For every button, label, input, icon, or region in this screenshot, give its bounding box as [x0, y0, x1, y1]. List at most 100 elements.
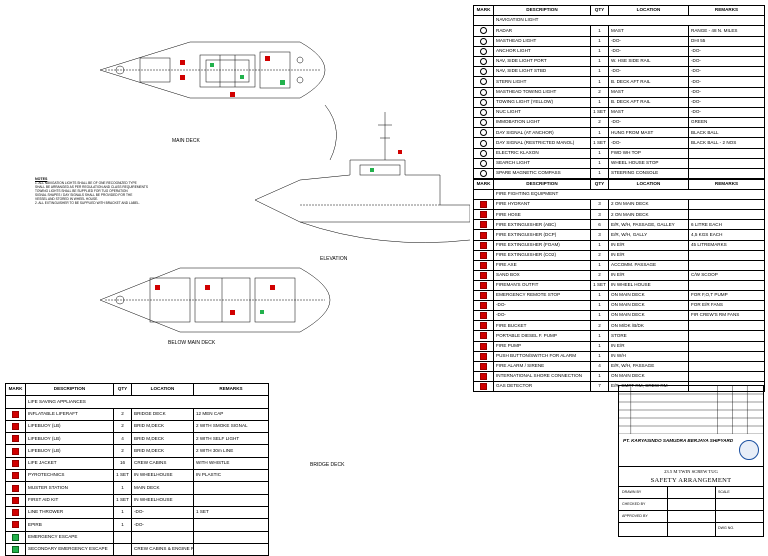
col-header: MARK	[473, 178, 494, 191]
drawn-by-label: DRAWN BY	[622, 490, 642, 494]
qty-cell: 1	[590, 310, 609, 322]
desc-cell: ANCHOR LIGHT	[493, 45, 591, 57]
qty-cell: 1	[113, 518, 132, 532]
equipment-symbol-icon	[12, 447, 19, 455]
col-header: LOCATION	[608, 178, 689, 191]
table-header: MARK DESCRIPTION QTY LOCATION REMARKS	[473, 178, 765, 191]
equipment-symbol-icon	[480, 292, 487, 300]
section-title: NAVIGATION LIGHT	[493, 15, 765, 27]
qty-cell: 1 SET	[590, 279, 609, 292]
col-header: DESCRIPTION	[25, 382, 114, 397]
table-section: LIFE SAVING APPLIANCES	[5, 395, 269, 409]
rem-cell: 4,5 KGS EACH	[688, 229, 765, 241]
desc-cell: FIRE AXE	[493, 259, 591, 271]
desc-cell: SECONDARY EMERGENCY ESCAPE	[25, 542, 114, 556]
main-deck-plan	[99, 41, 326, 99]
loc-cell: IN E/R	[608, 239, 689, 251]
desc-cell: LIFE JACKET	[25, 456, 114, 471]
qty-cell: 3	[590, 229, 609, 241]
loc-cell: E/R, W/H, GALLY	[608, 229, 689, 241]
equipment-symbol-icon	[480, 281, 487, 289]
rem-cell	[688, 157, 765, 170]
desc-cell: RADAR	[493, 25, 591, 37]
equipment-symbol-icon	[480, 37, 487, 45]
loc-cell: B. DECK AFT RAIL	[608, 96, 689, 108]
shipyard-logo	[739, 440, 759, 460]
desc-cell: LIFEBUOY (LB)	[25, 432, 114, 446]
equipment-symbol-icon	[12, 410, 19, 418]
loc-cell: ON MAIN DECK	[608, 370, 689, 382]
equipment-symbol-icon	[12, 435, 19, 443]
desc-cell: DAY SIGNAL (RESTRICTED MANOL)	[493, 137, 591, 149]
desc-cell: PORTABLE DIESEL F. PUMP	[493, 330, 591, 342]
rem-cell	[688, 209, 765, 221]
loc-cell: IN WHEEL HOUSE	[608, 279, 689, 292]
desc-cell: MASTHEAD LIGHT	[493, 35, 591, 47]
equipment-symbol-icon	[480, 129, 487, 137]
rem-cell	[193, 481, 269, 495]
equipment-symbol-icon	[480, 68, 487, 76]
qty-cell: 1 SET	[113, 493, 132, 507]
mark-cell	[473, 300, 494, 312]
fire-fighting-table: MARK DESCRIPTION QTY LOCATION REMARKS FI…	[473, 178, 765, 392]
desc-cell: STERN LIGHT	[493, 76, 591, 88]
qty-cell: 4	[113, 432, 132, 446]
equipment-symbol-icon	[480, 159, 487, 167]
qty-cell: 1 SET	[590, 137, 609, 149]
loc-cell: ON M/DK /B/DK	[608, 320, 689, 332]
qty-cell: 1	[590, 127, 609, 139]
loc-cell: ACCOMM. PASSAGE	[608, 259, 689, 271]
qty-cell: 1	[590, 157, 609, 170]
qty-cell: 1	[590, 45, 609, 57]
view-label-elevation: ELEVATION	[320, 256, 348, 262]
general-arrangement-drawing	[99, 41, 470, 333]
section-title: FIRE FIGHTING EQUIPMENT	[493, 189, 765, 201]
desc-cell: FIRE EXTINGUISHER (DCP)	[493, 229, 591, 241]
loc-cell: CREW CABINS	[131, 456, 194, 471]
rem-cell	[688, 199, 765, 211]
rem-cell	[688, 167, 765, 180]
desc-cell: FIRST AID KIT	[25, 493, 114, 507]
life-saving-table: MARK DESCRIPTION QTY LOCATION REMARKS LI…	[5, 382, 269, 556]
qty-cell: 1 SET	[113, 469, 132, 483]
loc-cell: B. DECK AFT RAIL	[608, 76, 689, 88]
mark-cell	[473, 239, 494, 251]
mark-cell	[5, 518, 26, 532]
col-header: LOCATION	[608, 4, 689, 17]
mark-cell	[473, 340, 494, 352]
col-header: REMARKS	[688, 4, 765, 17]
desc-cell: NAV, SIDE LIGHT PORT	[493, 55, 591, 68]
rem-cell	[688, 340, 765, 352]
desc-cell: PUSH BUTTON/SWITCH FOR ALARM	[493, 350, 591, 362]
equipment-symbol-icon	[480, 382, 487, 390]
table-header: MARK DESCRIPTION QTY LOCATION REMARKS	[5, 382, 269, 397]
desc-cell: TOWING LIGHT (YELLOW)	[493, 96, 591, 108]
mark-cell	[473, 106, 494, 119]
desc-cell: EMERGENCY REMOTE STOP	[493, 290, 591, 302]
equipment-symbol-icon	[480, 312, 487, 320]
mark-cell	[5, 444, 26, 458]
desc-cell: PYROTECHNICS	[25, 469, 114, 483]
qty-cell: 1	[590, 350, 609, 362]
loc-cell: -DO-	[608, 117, 689, 129]
rem-cell: -DO-	[688, 45, 765, 57]
desc-cell: IMMOBATION LIGHT	[493, 117, 591, 129]
rem-cell: 2 WITH SMOKE SIGNAL	[193, 419, 269, 434]
equipment-symbol-icon	[480, 261, 487, 269]
mark-cell	[473, 157, 494, 170]
equipment-symbol-icon	[480, 271, 487, 279]
rem-cell: -DO-	[688, 106, 765, 119]
vessel-name: 23.5 M TWIN SCREW TUG	[664, 469, 718, 474]
mark-cell	[473, 209, 494, 221]
mark-cell	[473, 310, 494, 322]
desc-cell: MUSTER STATION	[25, 481, 114, 495]
rem-cell: BLACK BALL	[688, 127, 765, 139]
